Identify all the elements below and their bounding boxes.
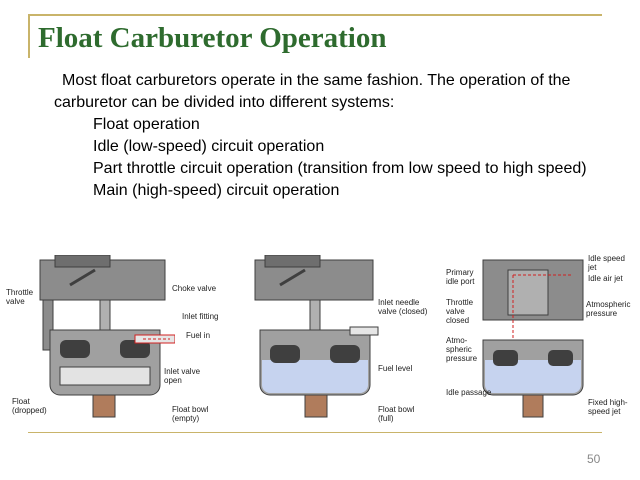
list-item: Part throttle circuit operation (transit… <box>54 158 594 180</box>
label-primary-idle-port: Primary idle port <box>446 268 475 286</box>
label-idle-speed-jet: Idle speed jet <box>588 254 625 272</box>
slide-body: Most float carburetors operate in the sa… <box>54 70 594 202</box>
list-item: Idle (low-speed) circuit operation <box>93 138 325 155</box>
list-item: Float operation <box>93 116 200 133</box>
frame-left-line <box>28 14 30 58</box>
carburetor-diagram-empty <box>39 255 175 418</box>
intro-paragraph: Most float carburetors operate in the sa… <box>54 72 571 111</box>
slide-title: Float Carburetor Operation <box>38 22 387 54</box>
label-atmospheric-pressure-right: Atmospheric pressure <box>586 300 631 318</box>
label-throttle-valve-closed: Throttle valve closed <box>446 298 474 325</box>
label-fixed-high-speed-jet: Fixed high-speed jet <box>588 398 628 416</box>
frame-bottom-line <box>28 432 602 433</box>
label-float-bowl-empty: Float bowl (empty) <box>172 405 209 423</box>
label-inlet-valve-open: Inlet valve open <box>164 367 201 385</box>
label-fuel-in: Fuel in <box>186 331 211 340</box>
list-item-text: Part throttle circuit operation (transit… <box>93 160 587 177</box>
label-fuel-level: Fuel level <box>378 364 413 373</box>
label-float-dropped: Float (dropped) <box>12 397 47 415</box>
carburetor-diagram-full <box>254 255 379 418</box>
list-item: Main (high-speed) circuit operation <box>93 182 340 199</box>
frame-top-line <box>28 14 602 16</box>
label-float-bowl-full: Float bowl (full) <box>378 405 415 423</box>
label-atmospheric-pressure-left: Atmo-spheric pressure <box>446 336 478 363</box>
label-inlet-fitting: Inlet fitting <box>182 312 219 321</box>
page-number: 50 <box>587 452 601 466</box>
carburetor-diagram-idle-circuit <box>482 259 584 418</box>
label-inlet-needle-valve-closed: Inlet needle valve (closed) <box>378 298 428 316</box>
label-idle-air-jet: Idle air jet <box>588 274 623 283</box>
label-choke-valve: Choke valve <box>172 284 217 293</box>
label-throttle-valve: Throttle valve <box>6 288 34 306</box>
label-idle-passage: Idle passage <box>446 388 492 397</box>
